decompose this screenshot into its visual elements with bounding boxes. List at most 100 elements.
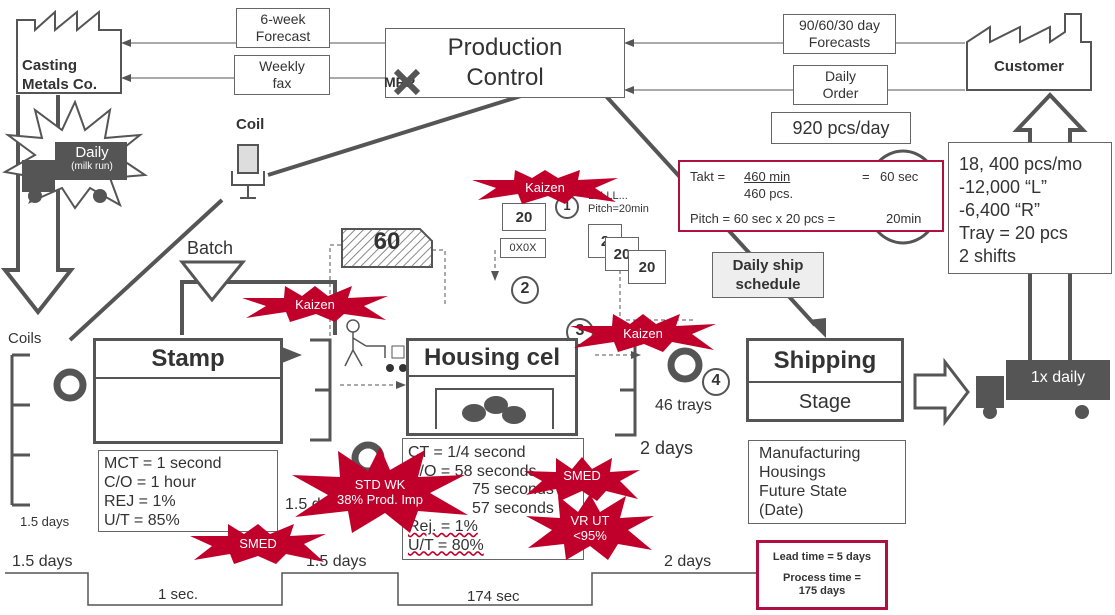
supplier-name: Casting Metals Co. (22, 56, 122, 94)
timeline-t1: 1.5 days (12, 553, 73, 570)
pitch-note-line2: Pitch=20min (588, 203, 649, 215)
daily-order-line1: Daily (824, 68, 857, 84)
cell-layout-icon (435, 388, 554, 429)
housing-title: Housing cel (409, 341, 575, 377)
housing-ut: U/T = 80% (408, 536, 484, 554)
map-title-line2: Housings (759, 464, 826, 481)
housing-line4: 57 seconds (472, 499, 554, 517)
forecasts-line1: 90/60/30 day (799, 17, 880, 33)
truck-in-line2: (milk run) (71, 161, 113, 172)
timeline-t2: 1.5 days (306, 553, 367, 570)
inbound-truck-burst (2, 100, 148, 210)
six-week-forecast-box: 6-week Forecast (236, 8, 330, 48)
forecasts-line2: Forecasts (808, 34, 871, 50)
vr-ut-burst-label: VR UT <95% (524, 513, 656, 543)
production-control-line1: Production (447, 34, 563, 61)
weekly-fax-line1: Weekly (259, 58, 305, 74)
kanban-card-1: 20 (502, 203, 546, 231)
timeline-t3: 2 days (664, 553, 712, 570)
housing-rej: Rej. = 1% (408, 518, 478, 535)
kaizen-burst-2-label: Kaizen (295, 297, 335, 312)
circle-2-label: 2 (520, 280, 530, 297)
production-control-box: Production Control (385, 28, 625, 98)
coil-kanban-post-icon (231, 144, 265, 199)
smed-burst-1-label: SMED (563, 468, 601, 483)
ship-inventory-days: 2 days (640, 438, 694, 458)
map-title-line1: Manufacturing (759, 445, 861, 462)
housing-ct: CT = 1/4 second (408, 444, 526, 461)
kaizen-burst-3 (570, 314, 716, 352)
customer-req-line3: -6,400 “R” (959, 200, 1041, 220)
pitch-formula: Pitch = 60 sec x 20 pcs = (690, 211, 836, 226)
stamp-ut: U/T = 85% (104, 512, 180, 529)
vr-ut-burst (526, 494, 654, 560)
customer-name: Customer (993, 58, 1064, 75)
housing-line3: 75 seconds (472, 481, 554, 498)
truck-out-label: 1x daily (1030, 369, 1086, 386)
takt-denominator: 460 pcs. (744, 186, 794, 201)
std-wk-burst-label: STD WK 38% Prod. Imp (290, 477, 470, 507)
coil-label: Coil (236, 116, 265, 133)
batch-label: Batch (187, 238, 234, 258)
circle-3-label: 3 (575, 322, 585, 339)
smed-burst-2-label: SMED (239, 536, 277, 551)
daily-ship-line2: schedule (735, 276, 801, 293)
vr-ut-line2: <95% (573, 528, 607, 543)
stamp-co: C/O = 1 hour (104, 474, 197, 491)
stamp-rej: REJ = 1% (104, 493, 176, 510)
takt-time-box: Takt = 460 min 460 pcs. = 60 sec Pitch =… (678, 160, 944, 232)
summary-box: Lead time = 5 days Process time = 175 da… (756, 540, 888, 610)
daily-ship-line1: Daily ship (732, 257, 804, 274)
mrp-crossed-out-icon (393, 68, 421, 96)
signal-kanban-icon (341, 228, 433, 268)
process-time-line2: 175 days (798, 585, 846, 597)
housing-co: C/O = 58 seconds (408, 462, 537, 480)
supplier-name-line1: Casting (22, 57, 78, 74)
takt-numerator: 460 min (744, 169, 791, 184)
timeline-v2: 174 sec (467, 588, 520, 605)
pitch-result: 20min (886, 211, 922, 226)
daily-ship-schedule-box: Daily ship schedule (712, 252, 824, 298)
kaizen-burst-2 (242, 286, 388, 322)
vr-ut-line1: VR UT (570, 513, 610, 528)
housing-cell-box: Housing cel (406, 338, 578, 436)
production-control-line2: Control (466, 64, 544, 91)
kaizen-burst-1-label: Kaizen (525, 180, 565, 195)
customer-factory-icon (966, 13, 1092, 91)
load-leveling-box: 0X0X (500, 238, 546, 258)
daily-order-line2: Order (822, 85, 859, 101)
coils-inventory-days: 1.5 days (20, 514, 70, 529)
kaizen-burst-1 (472, 170, 618, 204)
map-title-line3: Future State (759, 483, 848, 500)
kaizen-burst-3-label: Kaizen (623, 326, 663, 341)
supplier-factory-icon (16, 10, 122, 94)
circle-1-label: 1 (563, 198, 571, 213)
std-wk-burst (292, 447, 468, 533)
shipping-title: Shipping (749, 341, 901, 383)
forecasts-90-60-30-box: 90/60/30 day Forecasts (783, 14, 896, 54)
coils-label: Coils (8, 330, 42, 347)
customer-demand-box: 920 pcs/day (771, 112, 911, 144)
lead-time: Lead time = 5 days (772, 551, 872, 563)
stamp-data-box: MCT = 1 second C/O = 1 hour REJ = 1% U/T… (98, 450, 278, 532)
circle-4-label: 4 (711, 372, 721, 389)
customer-req-line5: 2 shifts (959, 246, 1017, 266)
stamp-mct: MCT = 1 second (104, 455, 222, 472)
takt-equals: = (862, 169, 870, 184)
smed-burst-1 (524, 457, 640, 501)
weekly-fax-line2: fax (272, 75, 292, 91)
map-title-box: Manufacturing Housings Future State (Dat… (748, 440, 906, 524)
supplier-name-line2: Metals Co. (22, 76, 98, 93)
weekly-fax-box: Weekly fax (234, 55, 330, 95)
takt-label: Takt = (690, 169, 726, 184)
shipping-subtitle: Stage (798, 390, 852, 413)
customer-requirements-box: 18, 400 pcs/mo -12,000 “L” -6,400 “R” Tr… (948, 142, 1112, 274)
trays-inventory: 46 trays (655, 397, 712, 414)
truck-in-label: Daily (milk run) (57, 144, 127, 172)
shipping-box: Shipping Stage (746, 338, 904, 422)
kanban-card-4: 20 (628, 250, 666, 284)
timeline-v1: 1 sec. (158, 586, 199, 603)
six-week-forecast-line2: Forecast (255, 28, 311, 44)
customer-req-line4: Tray = 20 pcs (959, 223, 1068, 243)
smed-burst-2 (190, 524, 326, 564)
